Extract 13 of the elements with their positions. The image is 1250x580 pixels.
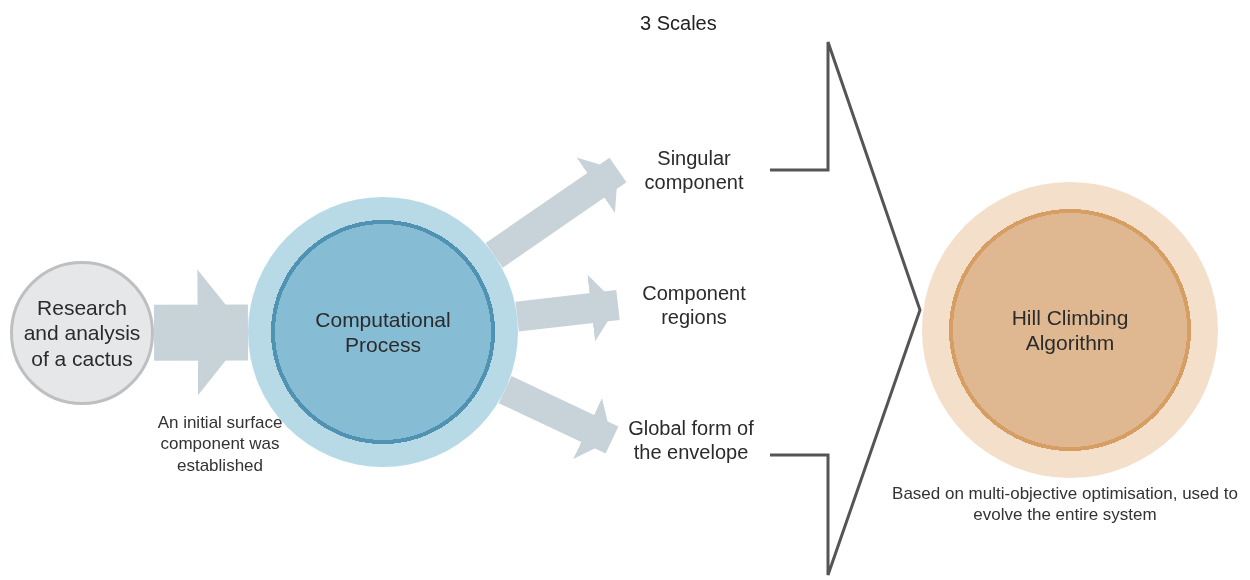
caption-text: Based on multi-objective optimisation, used to evolve the entire system [891,483,1239,526]
block-arrow [498,376,619,459]
heading-label: 3 Scales [640,12,717,35]
scale-text: Global form of the envelope [612,414,770,466]
block-arrow [153,269,249,396]
block-arrow [515,274,620,342]
node-title: Computational Process [314,306,452,358]
scale-text: Singular component [618,144,770,196]
block-arrow [485,157,627,268]
caption-text: An initial surface component was established [156,412,284,476]
node-title: Research and analysis of a cactus [22,295,142,371]
node-title: Hill Climbing Algorithm [1010,304,1130,356]
scale-text: Component regions [618,279,770,331]
